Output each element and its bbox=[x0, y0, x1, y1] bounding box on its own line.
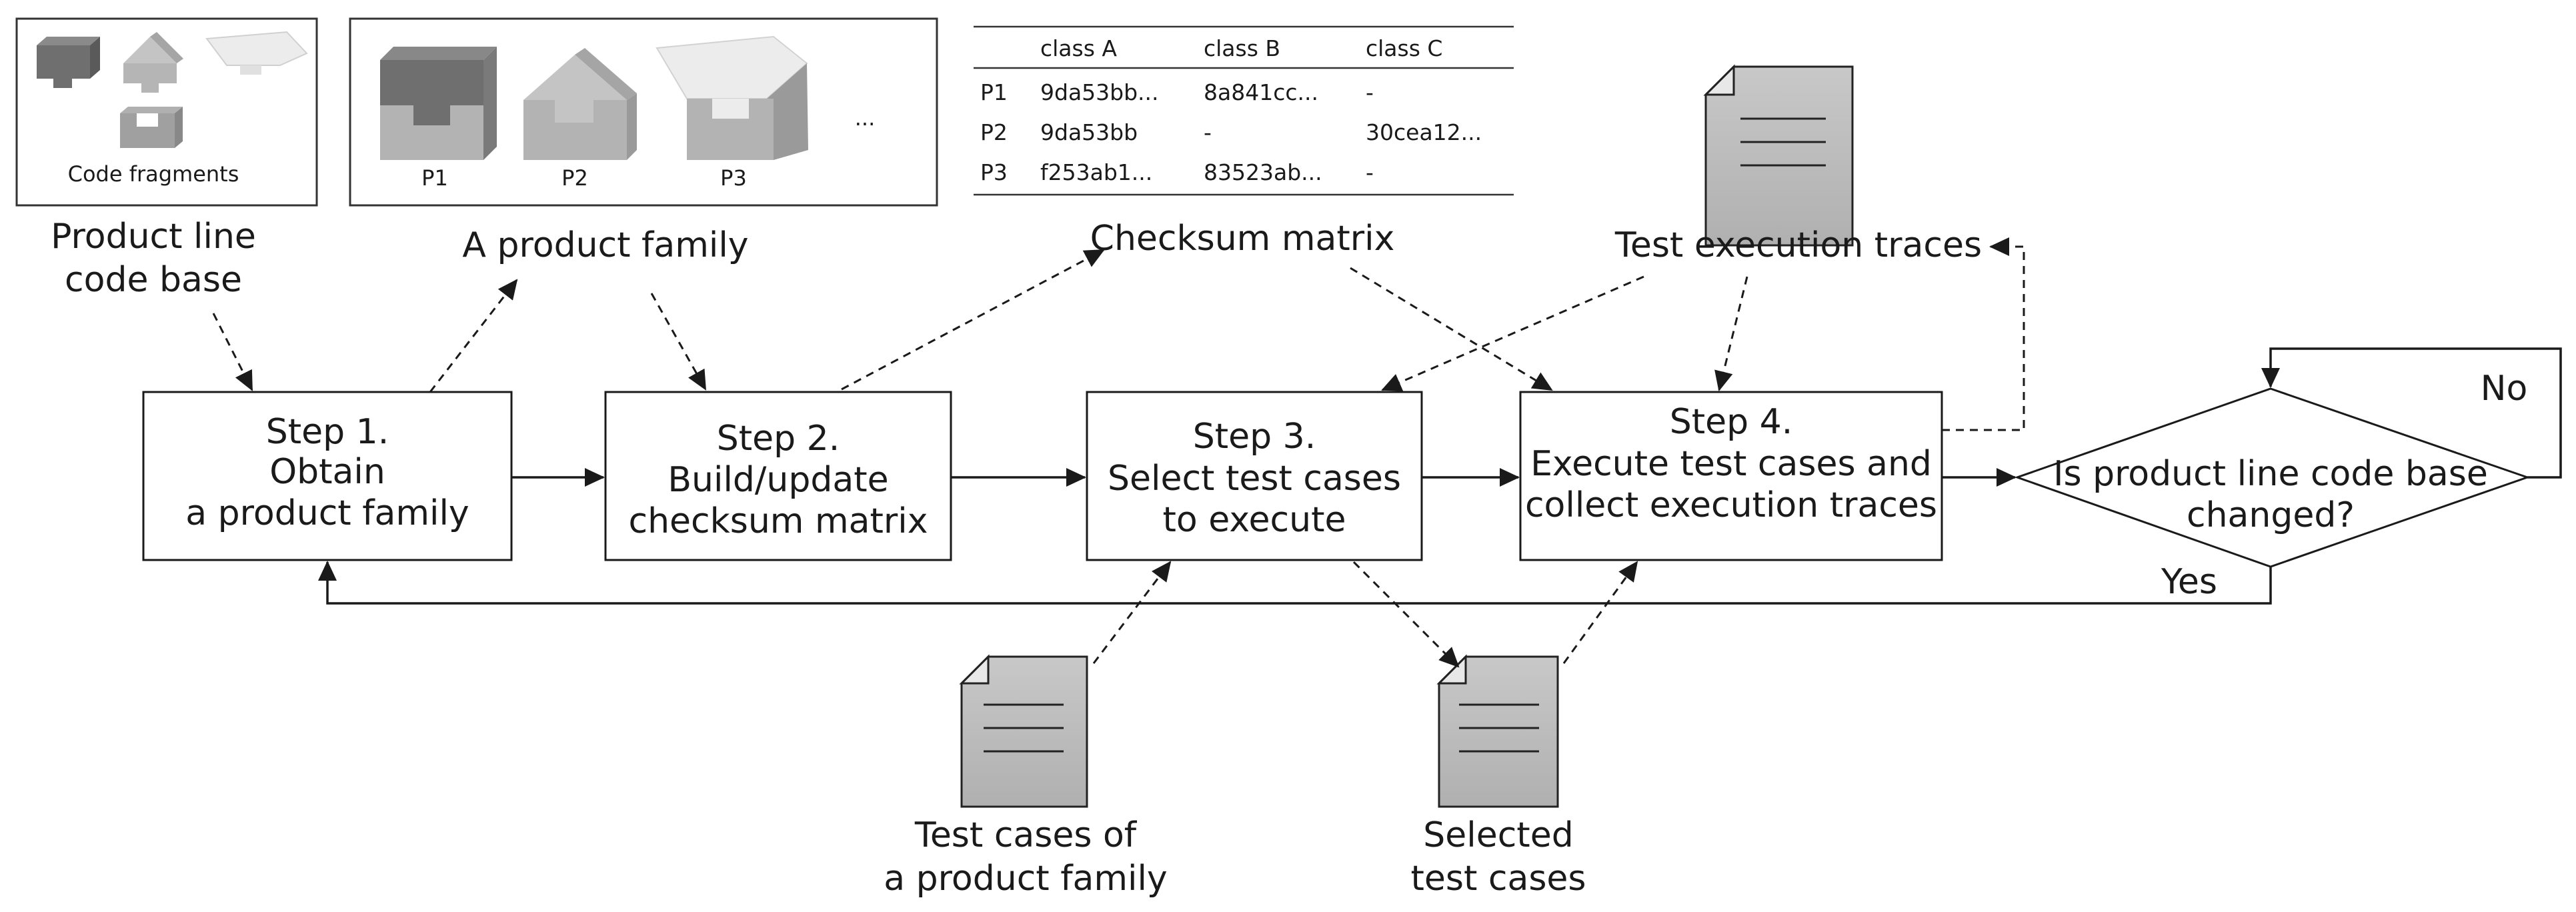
step-2-line1: Build/update bbox=[668, 460, 888, 500]
decision-no-label: No bbox=[2481, 369, 2528, 409]
step-1-line2: a product family bbox=[185, 493, 469, 533]
table-header-class-b: class B bbox=[1204, 35, 1280, 61]
dashed-arrow-checksum-matrix-to-step4 bbox=[1350, 267, 1553, 391]
step-3-line2: to execute bbox=[1163, 500, 1346, 540]
decision-diamond: Is product line code base changed? bbox=[2014, 387, 2531, 568]
checksum-table: class A class B class C P1 9da53bb... 8a… bbox=[974, 25, 1514, 196]
step-3-title: Step 3. bbox=[1193, 417, 1316, 457]
product-p3-icon bbox=[656, 35, 808, 160]
table-header-class-a: class A bbox=[1040, 35, 1117, 61]
table-cell: - bbox=[1204, 119, 1212, 145]
dashed-arrow-selected-tests-to-step4 bbox=[1562, 561, 1638, 664]
code-fragment-icon-base bbox=[120, 107, 183, 148]
code-base-label-line2: code base bbox=[65, 260, 242, 300]
test-traces-label: Test execution traces bbox=[1614, 225, 1982, 265]
code-base-panel: Code fragments bbox=[15, 17, 318, 207]
step-4-box: Step 4. Execute test cases and collect e… bbox=[1519, 391, 1943, 561]
table-cell: 8a841cc... bbox=[1204, 79, 1318, 105]
table-cell: 83523ab... bbox=[1204, 159, 1322, 185]
step-2-title: Step 2. bbox=[717, 419, 840, 459]
table-cell: f253ab1... bbox=[1040, 159, 1152, 185]
product-family-label: A product family bbox=[462, 225, 748, 265]
selected-tests-label-line2: test cases bbox=[1410, 859, 1586, 899]
test-traces-document-icon bbox=[1703, 64, 1854, 247]
step-4-line2: collect execution traces bbox=[1525, 485, 1937, 525]
code-fragment-icon-mid bbox=[123, 32, 183, 93]
selected-tests-document-icon bbox=[1436, 654, 1559, 808]
step-3-box: Step 3. Select test cases to execute bbox=[1086, 391, 1423, 561]
table-cell: 9da53bb... bbox=[1040, 79, 1159, 105]
test-cases-label-line2: a product family bbox=[884, 859, 1167, 899]
arrow-decision-yes-to-step1 bbox=[318, 561, 2272, 605]
step-2-box: Step 2. Build/update checksum matrix bbox=[604, 391, 952, 561]
product-p3-label: P3 bbox=[720, 165, 747, 191]
dashed-arrow-test-traces-to-step4 bbox=[1714, 276, 1748, 391]
table-cell: 30cea12... bbox=[1366, 119, 1482, 145]
dashed-arrow-step4-to-test-traces bbox=[1942, 237, 2025, 431]
product-family-panel: P1 P2 P3 ... bbox=[349, 17, 938, 207]
selected-tests-label-line1: Selected bbox=[1423, 815, 1573, 855]
product-p1-label: P1 bbox=[421, 165, 448, 191]
table-cell: 9da53bb bbox=[1040, 119, 1138, 145]
decision-line2: changed? bbox=[2187, 495, 2355, 535]
arrow-decision-no-loop bbox=[2261, 347, 2562, 479]
step-1-title: Step 1. bbox=[266, 412, 389, 452]
code-fragment-icon-light bbox=[205, 31, 308, 75]
dashed-arrow-test-cases-to-step3 bbox=[1092, 561, 1172, 664]
product-p2-icon bbox=[523, 48, 637, 160]
table-cell: P3 bbox=[980, 159, 1008, 185]
step-3-line1: Select test cases bbox=[1108, 459, 1401, 499]
decision-line1: Is product line code base bbox=[2053, 454, 2488, 494]
test-cases-document-icon bbox=[959, 654, 1088, 808]
product-p2-label: P2 bbox=[561, 165, 588, 191]
table-cell: - bbox=[1366, 79, 1374, 105]
dashed-arrow-step3-to-selected-tests bbox=[1352, 561, 1460, 668]
step-2-line2: checksum matrix bbox=[629, 501, 928, 541]
table-cell: - bbox=[1366, 159, 1374, 185]
step-4-line1: Execute test cases and bbox=[1530, 444, 1932, 484]
table-header-class-c: class C bbox=[1366, 35, 1442, 61]
dashed-arrow-step2-to-checksum-matrix bbox=[841, 249, 1105, 391]
code-fragments-caption: Code fragments bbox=[68, 161, 239, 187]
dashed-arrow-test-traces-to-step3 bbox=[1381, 275, 1644, 391]
table-cell: P2 bbox=[980, 119, 1008, 145]
code-base-label-line1: Product line bbox=[51, 217, 256, 257]
decision-yes-label: Yes bbox=[2161, 562, 2217, 602]
step-1-line1: Obtain bbox=[269, 452, 385, 492]
product-p1-icon bbox=[380, 47, 497, 160]
dashed-arrow-code-base-to-step1 bbox=[212, 313, 253, 391]
step-4-title: Step 4. bbox=[1670, 402, 1793, 442]
test-cases-label-line1: Test cases of bbox=[914, 815, 1138, 855]
table-cell: P1 bbox=[980, 79, 1008, 105]
checksum-matrix-label: Checksum matrix bbox=[1090, 219, 1395, 259]
more-products-ellipsis: ... bbox=[855, 105, 876, 131]
code-fragment-icon-dark bbox=[37, 37, 100, 88]
dashed-arrow-step1-to-product-family bbox=[429, 279, 518, 393]
dashed-arrow-product-family-to-step2 bbox=[650, 293, 707, 391]
step-1-box: Step 1. Obtain a product family bbox=[142, 391, 513, 561]
